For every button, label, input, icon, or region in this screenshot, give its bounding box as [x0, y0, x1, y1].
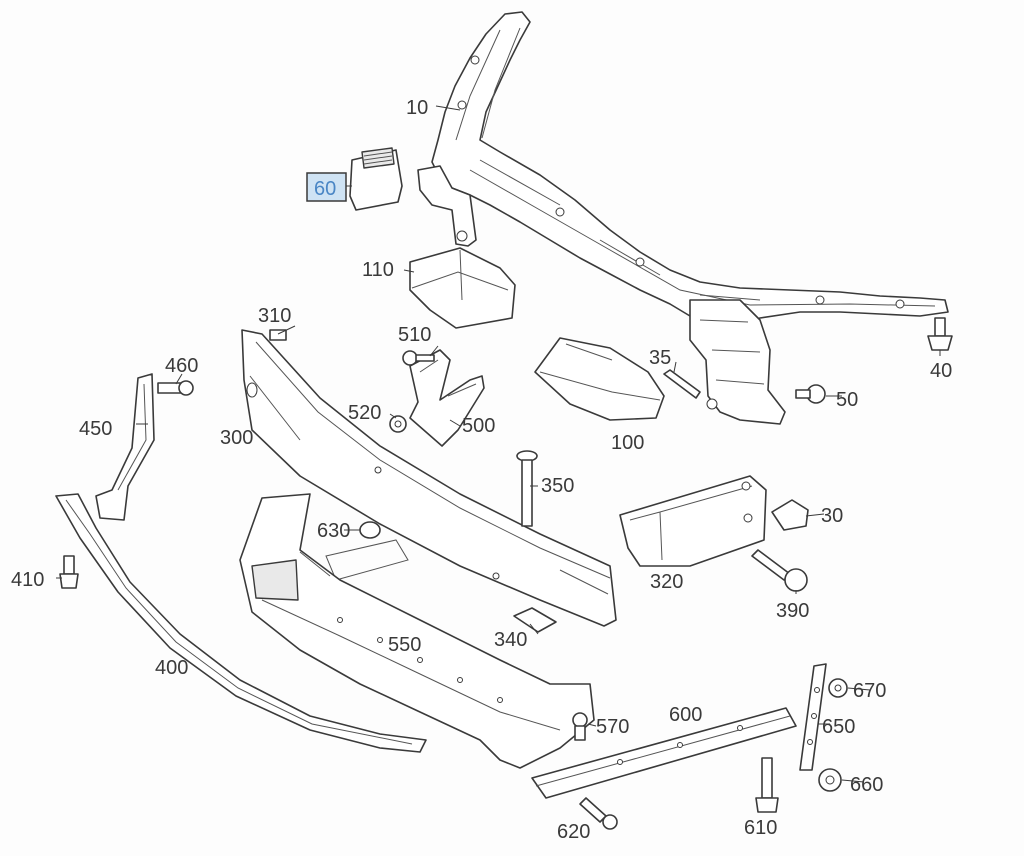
- part-660-nut[interactable]: [818, 768, 842, 792]
- label-35: 35: [649, 347, 671, 369]
- label-400: 400: [155, 657, 188, 679]
- label-300: 300: [220, 427, 253, 449]
- label-320: 320: [650, 571, 683, 593]
- part-460-bolt[interactable]: [157, 380, 194, 396]
- label-570: 570: [596, 716, 629, 738]
- label-340: 340: [494, 629, 527, 651]
- label-390: 390: [776, 600, 809, 622]
- label-600: 600: [669, 704, 702, 726]
- part-30-clip[interactable]: [771, 499, 809, 531]
- part-600-cross-bar[interactable]: [531, 707, 797, 799]
- part-620-bolt[interactable]: [579, 797, 618, 830]
- part-500-bracket[interactable]: [409, 349, 485, 447]
- label-410: 410: [11, 569, 44, 591]
- label-650: 650: [822, 716, 855, 738]
- part-510-screw[interactable]: [402, 350, 435, 366]
- part-310-clip[interactable]: [269, 329, 287, 341]
- part-670-nut[interactable]: [828, 678, 848, 698]
- part-340-clip[interactable]: [513, 607, 557, 633]
- label-60-highlight: [306, 172, 347, 202]
- label-30: 30: [821, 505, 843, 527]
- label-10: 10: [406, 97, 428, 119]
- label-670: 670: [853, 680, 886, 702]
- part-300-bumper-beam[interactable]: [241, 329, 617, 627]
- part-60-sensor[interactable]: [349, 147, 403, 211]
- part-450-side-bracket[interactable]: [95, 373, 155, 521]
- part-100-air-guide[interactable]: [534, 337, 665, 421]
- part-570-bolt[interactable]: [572, 712, 588, 741]
- label-610: 610: [744, 817, 777, 839]
- part-labels: 10 60 110 310 510 35 460 40 50 520 500 4…: [11, 97, 952, 843]
- label-60: 60: [314, 178, 336, 200]
- part-550-lower-carrier[interactable]: [239, 493, 595, 769]
- label-520: 520: [348, 402, 381, 424]
- part-50-clip[interactable]: [795, 384, 826, 404]
- label-460: 460: [165, 355, 198, 377]
- label-100: 100: [611, 432, 644, 454]
- part-400-spoiler[interactable]: [55, 493, 427, 753]
- part-350-bolt[interactable]: [516, 450, 538, 527]
- label-500: 500: [462, 415, 495, 437]
- part-110-air-guide[interactable]: [409, 247, 516, 329]
- label-550: 550: [388, 634, 421, 656]
- label-350: 350: [541, 475, 574, 497]
- label-450: 450: [79, 418, 112, 440]
- label-110: 110: [362, 259, 394, 281]
- label-630: 630: [317, 520, 350, 542]
- label-510: 510: [398, 324, 431, 346]
- part-650-strip[interactable]: [799, 663, 827, 771]
- leader-lines: [56, 105, 941, 783]
- label-620: 620: [557, 821, 590, 843]
- part-320-crash-box[interactable]: [619, 475, 767, 567]
- part-10-upper-support[interactable]: [417, 11, 949, 425]
- part-410-bolt[interactable]: [59, 555, 79, 589]
- part-610-bolt[interactable]: [755, 757, 779, 813]
- label-310: 310: [258, 305, 291, 327]
- part-40-bolt[interactable]: [927, 317, 953, 351]
- part-520-nut[interactable]: [389, 415, 407, 433]
- part-35-bolt[interactable]: [663, 369, 701, 399]
- label-660: 660: [850, 774, 883, 796]
- label-50: 50: [836, 389, 858, 411]
- part-390-bolt[interactable]: [751, 549, 808, 592]
- label-40: 40: [930, 360, 952, 382]
